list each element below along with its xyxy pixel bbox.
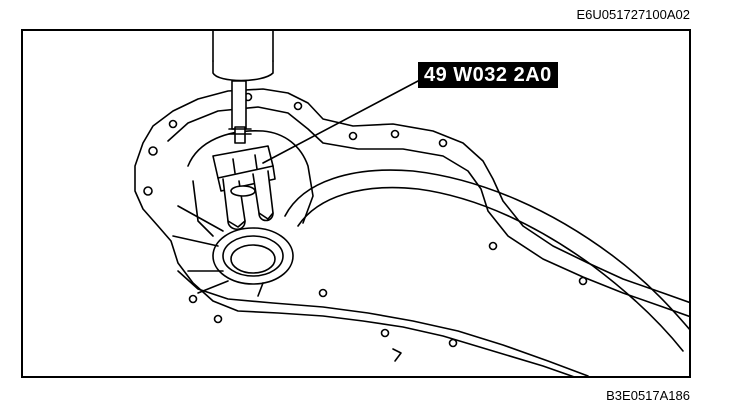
transaxle-illustration <box>134 31 689 376</box>
bearing-puller-icon <box>212 145 276 231</box>
tool-number-callout: 49 W032 2A0 <box>418 62 558 88</box>
illustration-frame: 49 W032 2A0 <box>21 29 691 378</box>
transaxle-case-icon <box>134 88 689 376</box>
callout-leader-line <box>262 80 419 164</box>
press-ram-icon <box>212 31 274 144</box>
figure-code: B3E0517A186 <box>606 388 690 403</box>
document-code: E6U051727100A02 <box>576 7 691 22</box>
